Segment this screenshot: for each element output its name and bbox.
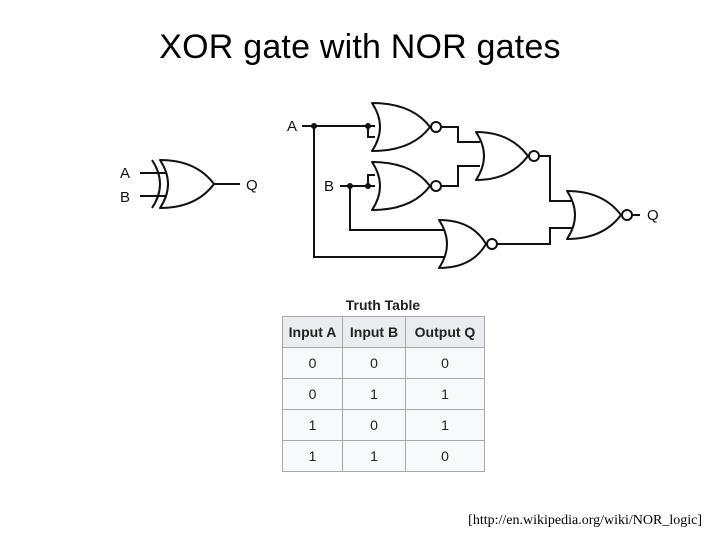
- truth-table-caption: Truth Table: [345, 297, 421, 313]
- cell: 0: [342, 347, 406, 379]
- truth-table: Input A Input B Output Q 0 0 0 0 1 1 1 0…: [282, 316, 485, 472]
- cell: 1: [282, 409, 343, 441]
- cell: 0: [282, 347, 343, 379]
- cell: 0: [342, 409, 406, 441]
- xor-extra-curve: [151, 159, 161, 209]
- junction-dot: [365, 123, 371, 129]
- cell: 0: [405, 347, 485, 379]
- xor-label-a: A: [120, 165, 130, 182]
- circuit-wires: [302, 125, 640, 258]
- xor-gate-symbol: [140, 159, 240, 209]
- xor-label-q: Q: [246, 177, 258, 194]
- nor-gate-3: [475, 131, 540, 181]
- table-row: 1 1 0: [282, 440, 485, 472]
- circuit-label-a: A: [287, 118, 297, 135]
- table-header-row: Input A Input B Output Q: [282, 316, 485, 348]
- cell: 0: [282, 378, 343, 410]
- logic-diagram: A B Q A B Q: [120, 102, 659, 269]
- circuit-label-q: Q: [647, 207, 659, 224]
- cell: 1: [342, 378, 406, 410]
- cell: 0: [405, 440, 485, 472]
- table-row: 1 0 1: [282, 409, 485, 441]
- junction-dot: [365, 183, 371, 189]
- xor-gate-body: [159, 159, 215, 209]
- circuit-label-b: B: [324, 178, 334, 195]
- nor-gate-1: [371, 102, 442, 152]
- header-output-q: Output Q: [405, 316, 485, 348]
- junction-dot: [311, 123, 317, 129]
- cell: 1: [405, 409, 485, 441]
- table-row: 0 0 0: [282, 347, 485, 379]
- page-title: XOR gate with NOR gates: [159, 28, 561, 66]
- xor-label-b: B: [120, 189, 130, 206]
- cell: 1: [405, 378, 485, 410]
- header-input-b: Input B: [342, 316, 406, 348]
- nor-gate-4: [438, 219, 498, 269]
- cell: 1: [342, 440, 406, 472]
- cell: 1: [282, 440, 343, 472]
- table-row: 0 1 1: [282, 378, 485, 410]
- nor-gate-2: [371, 161, 442, 211]
- source-citation: [http://en.wikipedia.org/wiki/NOR_logic]: [468, 513, 702, 528]
- junction-dot: [347, 183, 353, 189]
- nor-gate-5: [566, 190, 633, 240]
- header-input-a: Input A: [282, 316, 343, 348]
